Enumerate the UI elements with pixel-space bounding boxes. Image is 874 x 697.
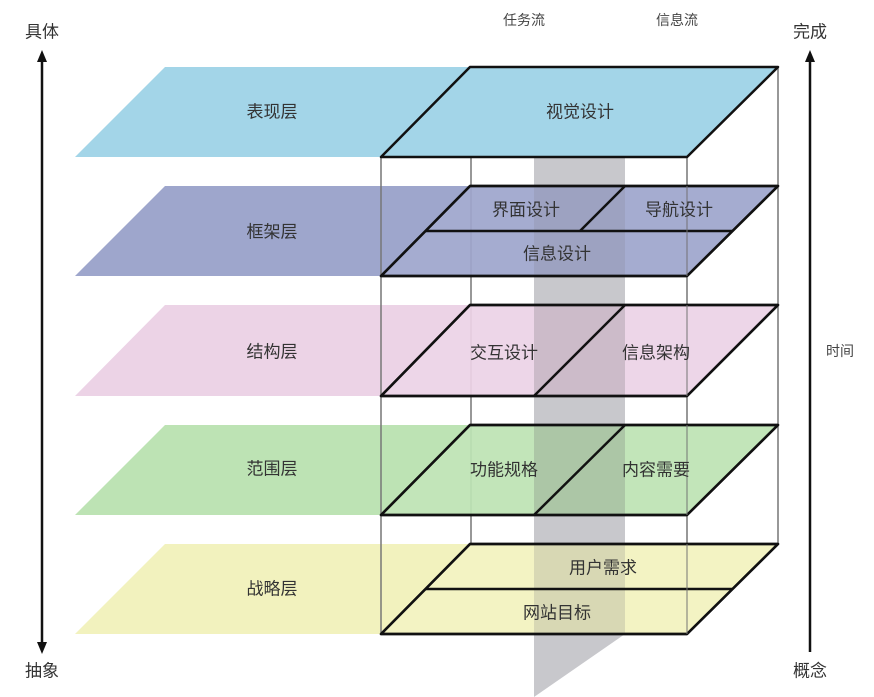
item-user-needs: 用户需求 bbox=[569, 558, 637, 579]
axis-label-concrete: 具体 bbox=[25, 22, 59, 43]
band-strategy bbox=[75, 544, 470, 634]
plane-structure bbox=[379, 303, 780, 398]
item-site-objectives: 网站目标 bbox=[523, 603, 591, 624]
plane-presentation bbox=[379, 65, 780, 159]
item-information-architecture: 信息架构 bbox=[622, 343, 690, 364]
layer-name-scope: 范围层 bbox=[246, 459, 298, 480]
band-skeleton bbox=[75, 186, 470, 276]
left-axis-arrow bbox=[37, 50, 47, 654]
plane-skeleton bbox=[379, 184, 780, 278]
layer-name-structure: 结构层 bbox=[246, 342, 298, 363]
label-info-flow: 信息流 bbox=[656, 13, 698, 29]
item-interaction-design: 交互设计 bbox=[470, 343, 538, 364]
item-functional-specifications: 功能规格 bbox=[470, 460, 538, 481]
band-scope bbox=[75, 425, 470, 515]
layer-name-presentation: 表现层 bbox=[246, 102, 298, 123]
right-axis-arrow bbox=[805, 50, 815, 652]
item-information-design: 信息设计 bbox=[523, 244, 591, 265]
axis-label-conception: 概念 bbox=[793, 661, 827, 682]
item-content-requirements: 内容需要 bbox=[622, 460, 690, 481]
item-navigation-design: 导航设计 bbox=[645, 200, 713, 221]
layer-name-strategy: 战略层 bbox=[246, 579, 298, 600]
layer-name-skeleton: 框架层 bbox=[246, 222, 298, 243]
axis-label-time: 时间 bbox=[826, 344, 854, 360]
item-visual-design: 视觉设计 bbox=[546, 102, 614, 123]
axis-label-abstract: 抽象 bbox=[25, 661, 59, 682]
axis-label-completion: 完成 bbox=[793, 22, 827, 43]
band-structure bbox=[75, 305, 470, 396]
label-task-flow: 任务流 bbox=[503, 13, 545, 29]
band-presentation bbox=[75, 67, 470, 157]
item-interface-design: 界面设计 bbox=[492, 200, 560, 221]
